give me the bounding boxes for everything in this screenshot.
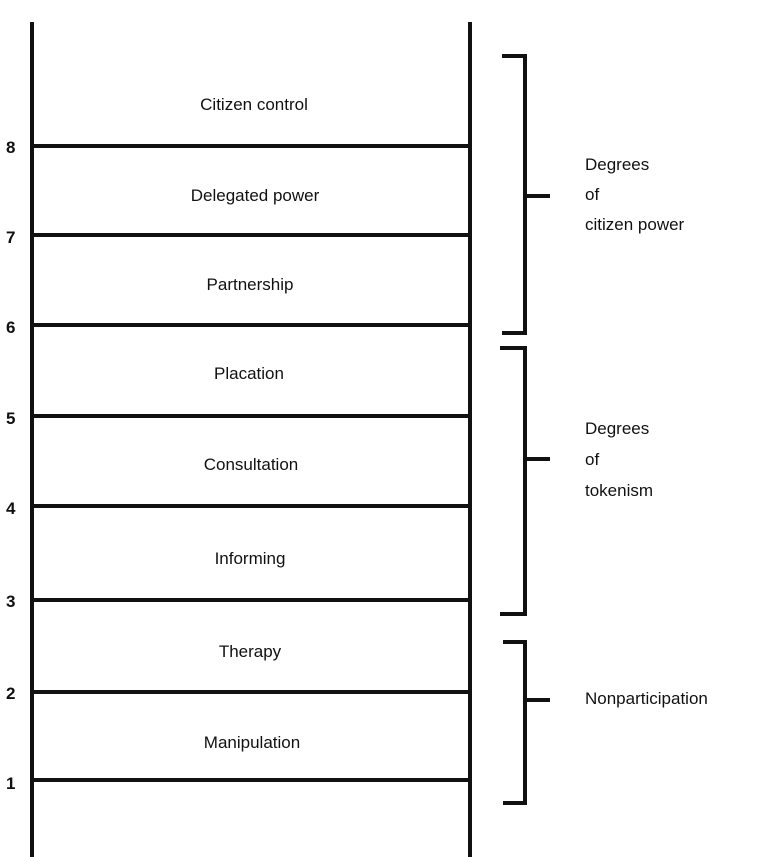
rung-number-2: 2 [6,684,15,703]
bracket-citizen-power [502,54,550,335]
group-label-tokenism-line-3: tokenism [585,481,653,500]
rung-label-therapy: Therapy [219,642,282,661]
rung-number-3: 3 [6,592,15,611]
group-label-nonparticipation: Nonparticipation [585,689,708,708]
rung-label-informing: Informing [215,549,286,568]
bracket-tokenism [500,346,550,616]
rung-label-delegated-power: Delegated power [191,186,320,205]
rung-number-1: 1 [6,774,15,793]
rung-number-6: 6 [6,318,15,337]
group-label-citizen-power-line-1: Degrees [585,155,649,174]
group-label-citizen-power-line-2: of [585,185,599,204]
group-label-tokenism-line-1: Degrees [585,419,649,438]
group-label-citizen-power-line-3: citizen power [585,215,685,234]
rung-number-5: 5 [6,409,15,428]
rung-label-consultation: Consultation [204,455,299,474]
rung-label-citizen-control: Citizen control [200,95,308,114]
rung-label-manipulation: Manipulation [204,733,300,752]
rung-number-7: 7 [6,228,15,247]
rung-number-4: 4 [6,499,16,518]
rung-label-placation: Placation [214,364,284,383]
group-label-tokenism-line-2: of [585,450,599,469]
bracket-nonparticipation [503,640,550,805]
rung-label-partnership: Partnership [207,275,294,294]
rung-number-8: 8 [6,138,15,157]
